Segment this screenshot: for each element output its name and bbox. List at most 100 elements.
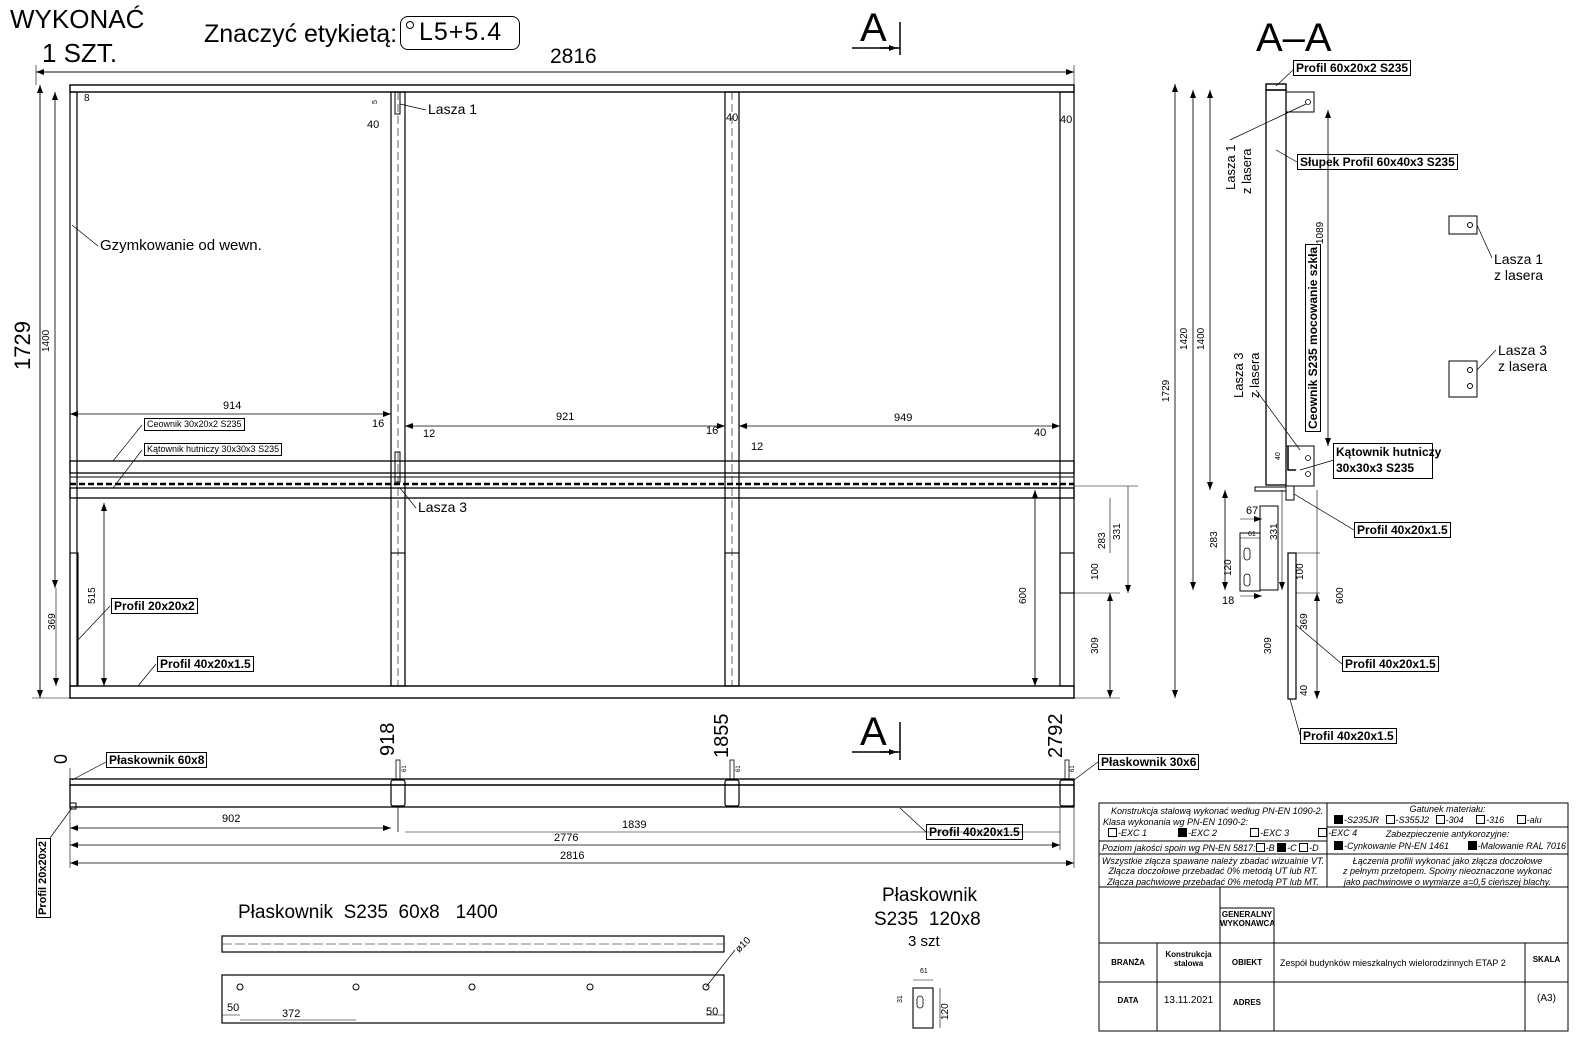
sec-dim-120: 120 <box>1223 559 1234 576</box>
top-rail <box>69 84 1075 93</box>
tb-joints: Łączenia profili wykonać jako złącza doc… <box>1342 856 1553 887</box>
plan-label-profil40: Profil 40x20x1.5 <box>926 824 1023 840</box>
lasza3-part <box>1448 360 1478 398</box>
flatbar-dim-50b: 50 <box>706 1006 719 1018</box>
section-mark-top <box>852 22 901 55</box>
sec-dim-18: 18 <box>1222 595 1235 607</box>
sec-dim-40: 40 <box>1275 452 1282 460</box>
mat-304-checkbox <box>1435 815 1445 824</box>
mat-s235-checkbox <box>1334 815 1343 824</box>
flatbar-dim-372: 372 <box>282 1008 301 1020</box>
label-katownik: Kątownik hutniczy 30x30x3 S235 <box>144 443 283 456</box>
sec-label-profil40a: Profil 40x20x1.5 <box>1354 522 1451 538</box>
dim-16b: 16 <box>706 425 719 437</box>
dim-height: 1729 <box>10 321 35 370</box>
dim-100: 100 <box>1090 563 1101 580</box>
plate-detail <box>912 979 941 1029</box>
zinc-checkbox <box>1334 841 1343 850</box>
channel-bar <box>69 460 1075 474</box>
sec-label-ceownik: Ceownik S235 mocowanie szkła <box>1305 243 1321 432</box>
exc2-checkbox <box>1178 828 1188 837</box>
label-profil20-front: Profil 20x20x2 <box>111 598 198 614</box>
sec-dim-369: 369 <box>1299 613 1310 630</box>
sec-label-top: Profil 60x20x2 S235 <box>1293 60 1412 76</box>
plan-pos-0: 0 <box>51 753 71 764</box>
sec-label-katownik-a: Kątownik hutniczy <box>1336 445 1442 459</box>
plan-label-plask30: Płaskownik 30x6 <box>1098 754 1200 770</box>
dim-600: 600 <box>1018 587 1029 604</box>
part-lasza1-b: z lasera <box>1494 267 1544 283</box>
dim-515: 515 <box>87 587 98 604</box>
label-text: Znaczyć etykietą: <box>204 20 398 48</box>
label-lasza1: Lasza 1 <box>428 101 478 117</box>
tb-obiekt: OBIEKT <box>1231 958 1263 967</box>
sec-label-lasza3b: z lasera <box>1247 352 1262 398</box>
tb-inspection: Wszystkie złącza spawane należy zbadać w… <box>1101 856 1325 887</box>
angle-bar <box>69 487 1075 499</box>
bottom-rail <box>69 685 1075 699</box>
section-view <box>1172 69 1355 736</box>
dim-914: 914 <box>223 400 242 412</box>
flatbar-dim-50a: 50 <box>227 1002 240 1014</box>
dim-40c: 40 <box>1060 114 1073 126</box>
dim-12b: 12 <box>751 441 764 453</box>
tb-data: DATA <box>1117 996 1139 1005</box>
plan-pos-2792: 2792 <box>1045 713 1067 759</box>
execute-line1: WYKONAĆ <box>10 4 145 34</box>
tb-weld-row: Poziom jakości spoin wg PN-EN 5817:-B -C… <box>1102 843 1319 853</box>
weld-b-checkbox <box>1255 843 1265 852</box>
tb-note1: Konstrukcja stalową wykonać według PN-EN… <box>1111 806 1324 816</box>
tb-branza: BRANŻA <box>1111 958 1145 967</box>
tb-material-row: -S235JR -S355J2 -304 -316 -alu <box>1334 815 1542 825</box>
plan-pos-918: 918 <box>377 722 399 756</box>
dim-16a: 16 <box>372 418 385 430</box>
plan-label-profil20: Profil 20x20x2 <box>36 838 51 918</box>
sec-label-lasza1a: Lasza 1 <box>1223 144 1238 190</box>
dim-5: 5 <box>372 100 379 104</box>
dim-12a: 12 <box>423 428 436 440</box>
part-lasza1-a: Lasza 1 <box>1494 251 1544 267</box>
short-post-left <box>69 552 79 687</box>
label-value: L5+5.4 <box>419 18 503 46</box>
dim-309: 309 <box>1090 637 1101 654</box>
sec-dim-100: 100 <box>1295 563 1306 580</box>
dim-40b: 40 <box>726 112 739 124</box>
plan-dim-2776: 2776 <box>554 832 579 844</box>
sec-label-profil40b: Profil 40x20x1.5 <box>1342 656 1439 672</box>
plan-dim-2816: 2816 <box>560 850 585 862</box>
tb-corrosion-row: -Cynkowanie PN-EN 1461 -Malowanie RAL 70… <box>1334 841 1566 851</box>
title-block-frame <box>1098 802 1569 1032</box>
sec-dim-331: 331 <box>1269 523 1280 540</box>
tb-obiekt-value: Zespół budynków mieszkalnych wielorodzin… <box>1280 958 1506 968</box>
front-view <box>32 65 1138 699</box>
section-mark-a-bottom: A <box>860 710 887 754</box>
exc4-checkbox <box>1318 828 1328 837</box>
plan-dim-902: 902 <box>222 813 241 825</box>
label-gzymkowanie: Gzymkowanie od wewn. <box>100 237 262 254</box>
label-profil40-front: Profil 40x20x1.5 <box>157 656 254 672</box>
plan-dim-61b: 61 <box>736 765 742 772</box>
mat-s355-checkbox <box>1385 815 1395 824</box>
part-lasza3-b: z lasera <box>1498 358 1548 374</box>
dim-369: 369 <box>47 613 58 630</box>
label-lasza3: Lasza 3 <box>418 499 468 515</box>
tb-material-title: Gatunek materiału: <box>1409 804 1486 814</box>
weld-c-checkbox <box>1277 843 1287 852</box>
section-mark-bottom <box>852 722 901 760</box>
plate-dim-61: 61 <box>920 968 928 975</box>
slupek-post <box>1265 89 1287 486</box>
plate-title1: Płaskownik <box>882 885 978 906</box>
sec-dim-1420: 1420 <box>1179 327 1190 350</box>
sec-dim-61: 61 <box>1248 531 1256 538</box>
plate-dim-31: 31 <box>897 995 904 1003</box>
sec-label-profil40c: Profil 40x20x1.5 <box>1300 728 1397 744</box>
sec-katownik-box <box>1333 443 1433 479</box>
tb-skala: SKALA <box>1532 955 1561 964</box>
sec-dim-1089: 1089 <box>1315 221 1326 244</box>
tb-exc-row: -EXC 1 -EXC 2 -EXC 3 -EXC 4 <box>1108 828 1357 838</box>
sec-dim-283: 283 <box>1209 531 1220 548</box>
plan-dim-61c: 61 <box>1070 765 1076 772</box>
post-right <box>1059 91 1075 687</box>
tb-data-value: 13.11.2021 <box>1163 995 1214 1006</box>
